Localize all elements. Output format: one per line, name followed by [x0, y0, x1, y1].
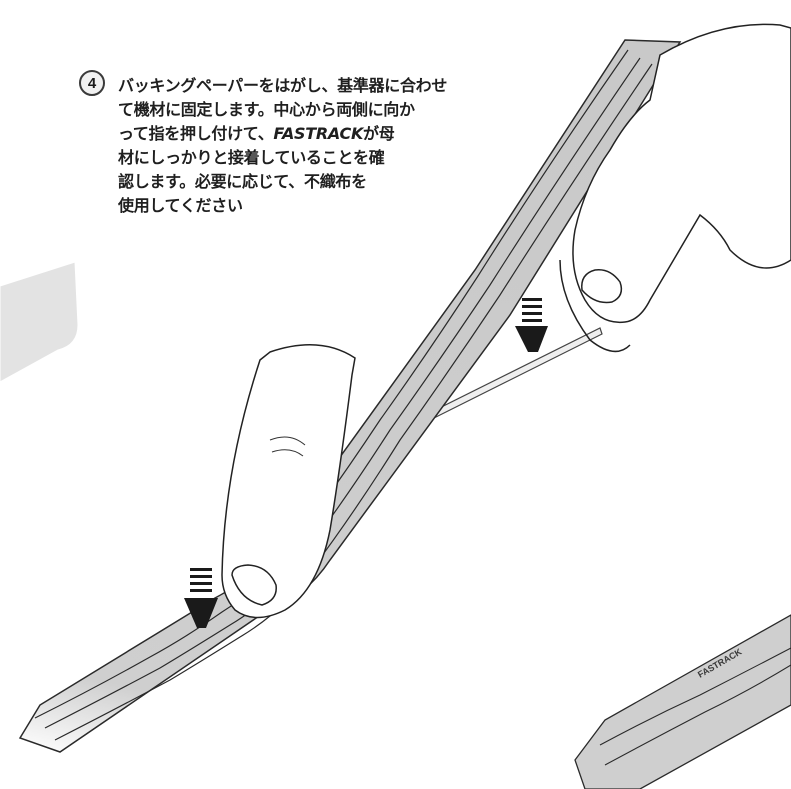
instruction-line-2-text: て機材に固定します。中心から両側に向か — [118, 100, 415, 119]
product-name: FASTRACK — [273, 124, 364, 143]
pressing-finger — [221, 344, 356, 619]
holding-hand — [559, 23, 791, 353]
step-number-badge: 4 — [79, 70, 105, 96]
instruction-line-3-text-a: って指を押し付けて、 — [118, 124, 274, 143]
instruction-line-2: て機材に固定します。中心から両側に向か — [118, 98, 418, 122]
instruction-line-5: 認します。必要に応じて、不織布を — [118, 170, 418, 194]
instruction-text: バッキングペーパーをはがし、基準器に合わせ て機材に固定します。中心から両側に向… — [118, 74, 447, 218]
press-arrow-upper — [515, 298, 548, 352]
side-panel — [0, 261, 79, 383]
press-arrow-lower — [184, 568, 218, 628]
instruction-line-6: 使用してください — [118, 194, 418, 218]
instruction-line-1-text: バッキングペーパーをはがし、基準器に合わせ — [118, 76, 448, 95]
instruction-line-1: バッキングペーパーをはがし、基準器に合わせ — [118, 74, 447, 98]
tape-strip-cutout: FASTRACK — [574, 614, 791, 789]
instruction-line-4: 材にしっかりと接着していることを確 — [118, 146, 418, 170]
instruction-line-3: って指を押し付けて、FASTRACKが母 — [118, 122, 418, 146]
instruction-line-3-text-b: が母 — [363, 124, 395, 143]
instruction-line-6-text: 使用してください — [118, 196, 243, 215]
instruction-line-5-text: 認します。必要に応じて、不織布を — [118, 172, 367, 191]
knuckle-lines — [269, 436, 306, 457]
instruction-line-4-text: 材にしっかりと接着していることを確 — [118, 148, 385, 167]
